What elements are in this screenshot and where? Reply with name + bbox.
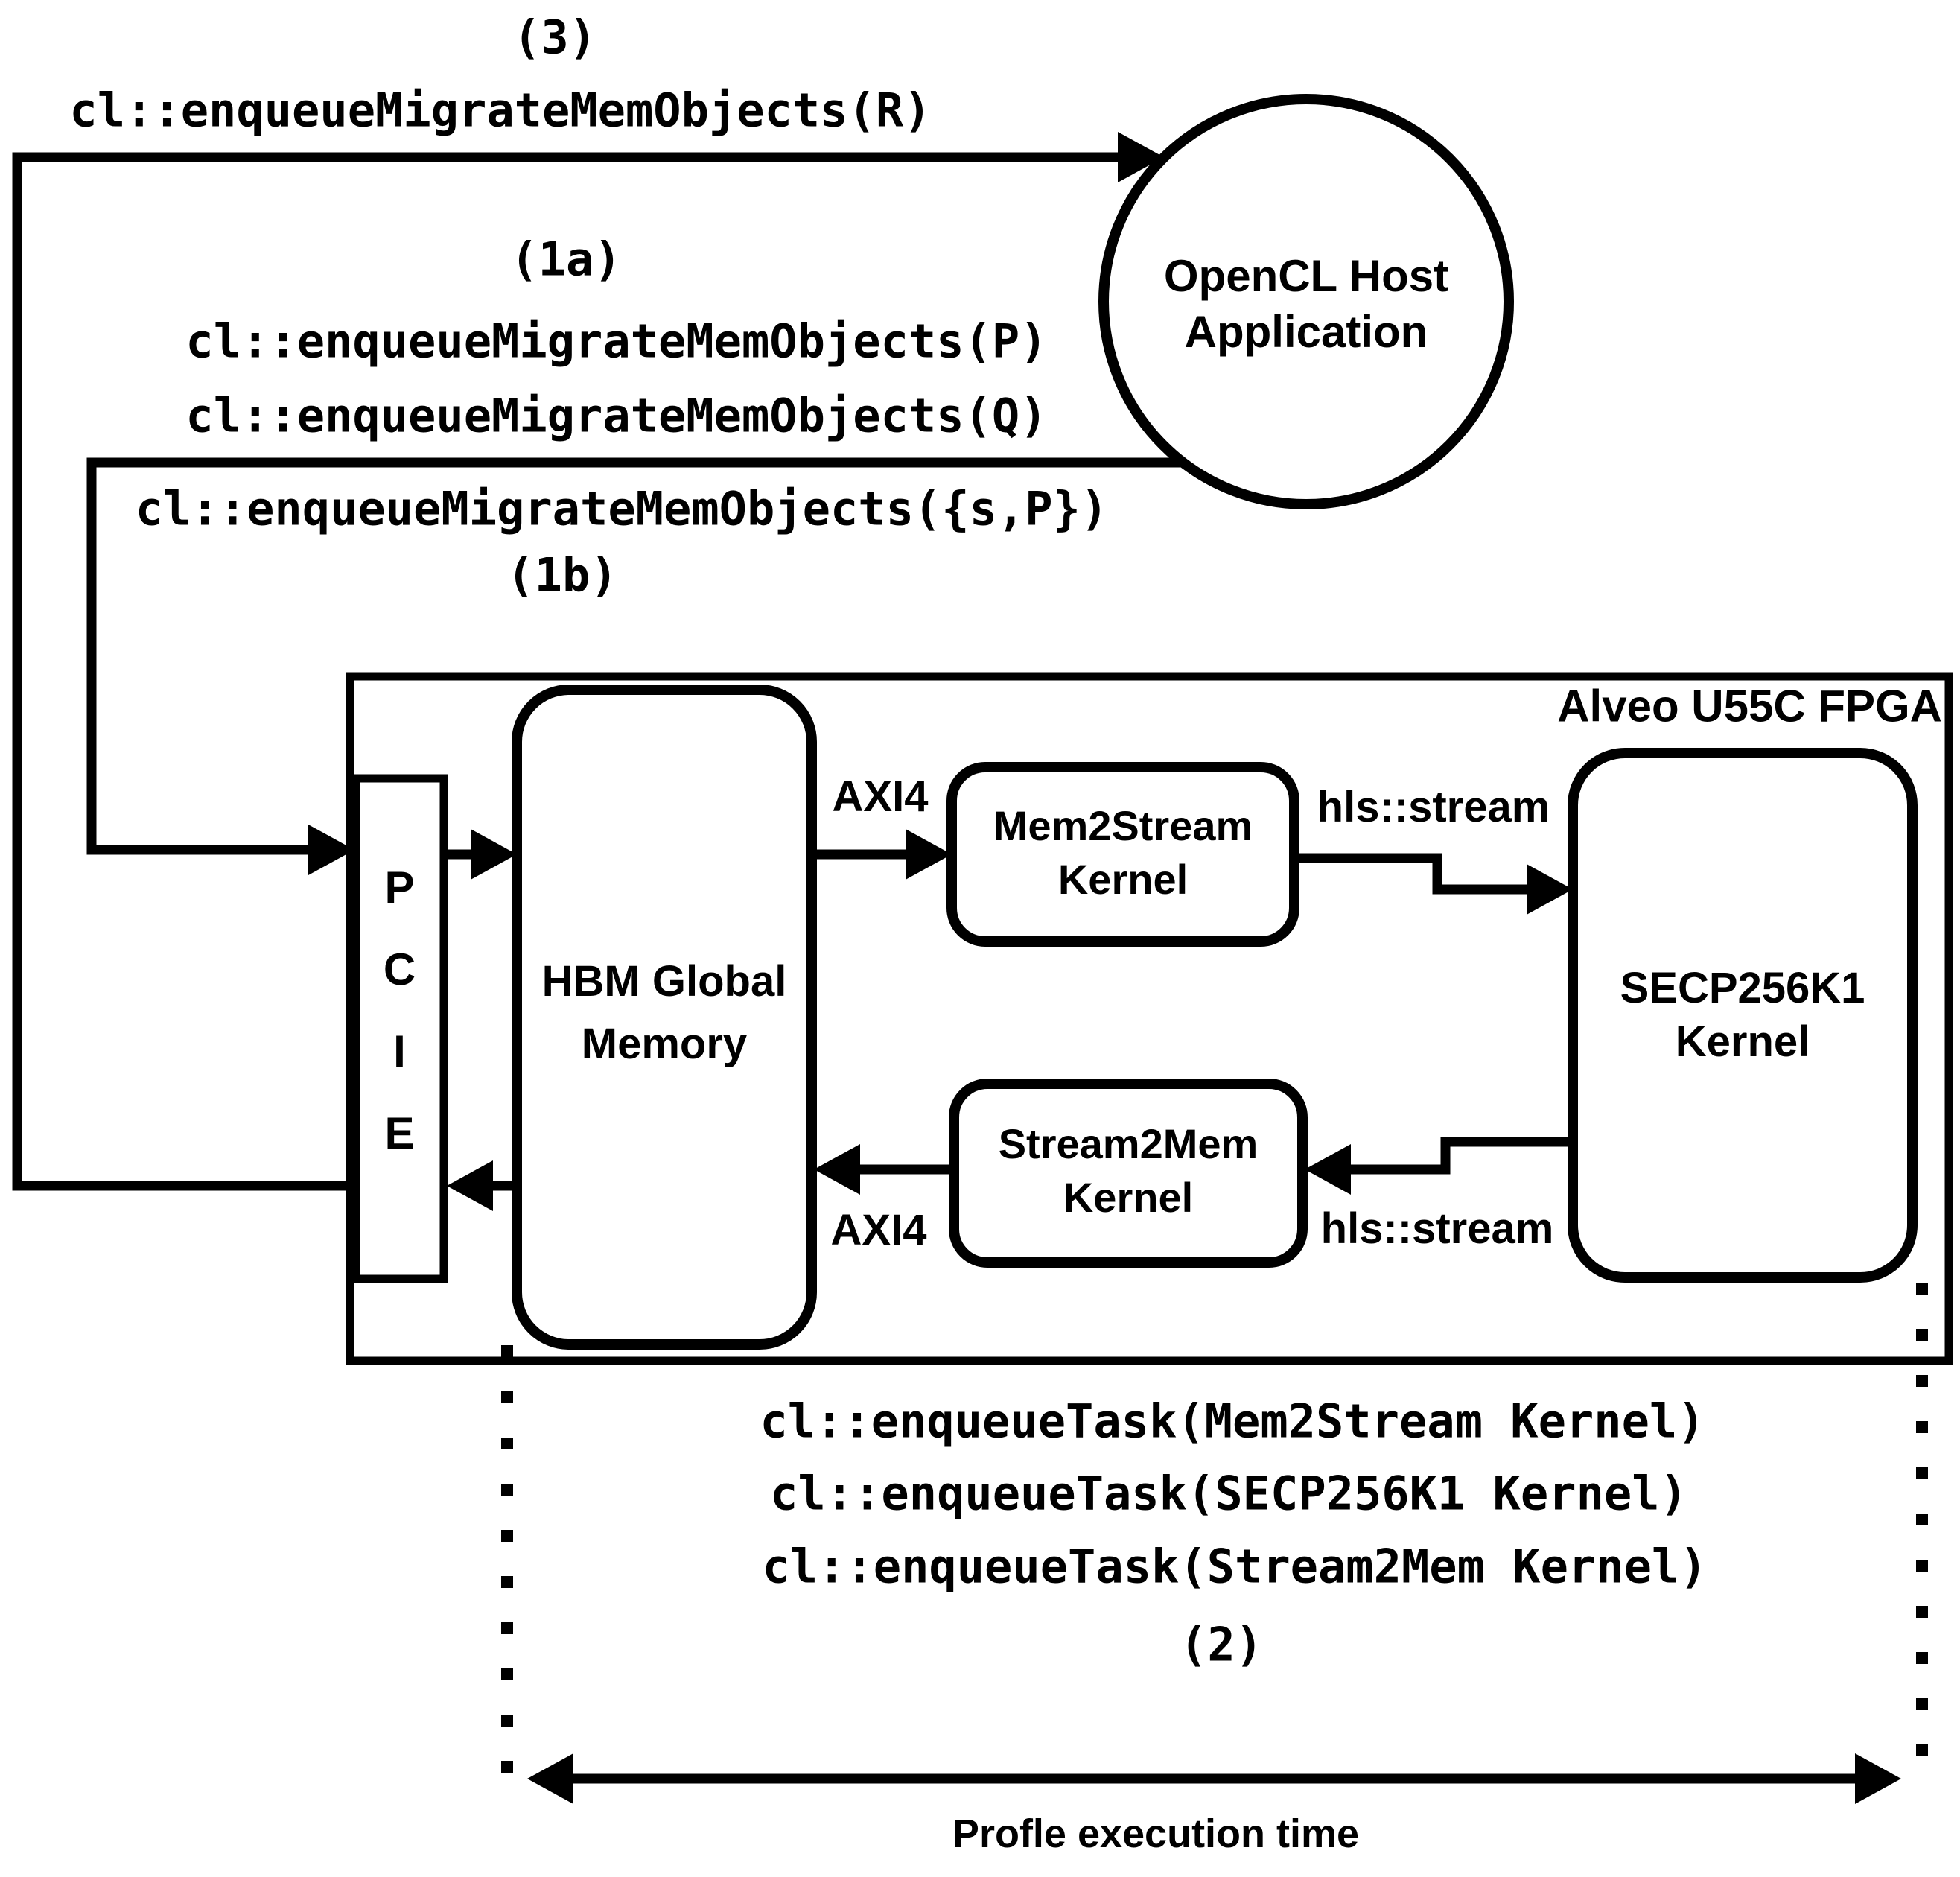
mem2stream-label-line1: Mem2Stream bbox=[993, 802, 1253, 849]
pcie-letter-e: E bbox=[384, 1108, 416, 1158]
profile-time-right-arrowhead-icon bbox=[1855, 1753, 1901, 1804]
host-to-pcie-line bbox=[86, 457, 1183, 855]
step-1b-label: (1b) bbox=[506, 547, 618, 603]
hbm-to-pcie-arrowhead-icon bbox=[447, 1160, 493, 1211]
call-migrate-p-label: cl::enqueueMigrateMemObjects(P) bbox=[185, 314, 1048, 369]
mem2stream-label-line2: Kernel bbox=[1057, 856, 1189, 903]
step-1a-label: (1a) bbox=[510, 232, 622, 287]
task-mem2stream-label: cl::enqueueTask(Mem2Stream Kernel) bbox=[760, 1394, 1705, 1449]
stream2mem-label-line1: Stream2Mem bbox=[998, 1120, 1259, 1167]
step-2-label: (2) bbox=[1180, 1617, 1263, 1672]
pcie-letter-i: I bbox=[393, 1026, 407, 1076]
hbm-to-mem2stream-arrowhead-icon bbox=[906, 829, 952, 880]
host-to-pcie-arrowhead-icon bbox=[308, 825, 354, 875]
hls-stream-top-label: hls::stream bbox=[1317, 783, 1550, 831]
task-secp-label: cl::enqueueTask(SECP256K1 Kernel) bbox=[770, 1466, 1687, 1521]
mem2stream-to-secp-line bbox=[1294, 853, 1531, 895]
call-migrate-r-label: cl::enqueueMigrateMemObjects(R) bbox=[69, 83, 932, 138]
stream2mem-label-line2: Kernel bbox=[1063, 1174, 1194, 1221]
profile-time-left-arrowhead-icon bbox=[527, 1753, 573, 1804]
call-migrate-sp-label: cl::enqueueMigrateMemObjects({s,P}) bbox=[135, 481, 1109, 536]
hbm-label-line2: Memory bbox=[581, 1020, 748, 1068]
secp256k1-box bbox=[1568, 748, 1918, 1283]
mem2stream-to-secp-arrowhead-icon bbox=[1527, 864, 1573, 915]
secp256k1-label-line1: SECP256K1 bbox=[1620, 964, 1865, 1012]
secp-to-stream2mem-arrowhead-icon bbox=[1305, 1144, 1351, 1195]
pcie-to-hbm-arrowhead-icon bbox=[471, 829, 517, 880]
step-3-label: (3) bbox=[513, 10, 596, 65]
pcie-to-host-arrowhead-icon bbox=[1118, 132, 1164, 182]
axi4-bottom-label: AXI4 bbox=[830, 1206, 927, 1254]
pcie-box bbox=[351, 774, 448, 1283]
call-migrate-q-label: cl::enqueueMigrateMemObjects(Q) bbox=[185, 388, 1048, 443]
host-circle-label-line2: Application bbox=[1184, 307, 1428, 357]
axi4-top-label: AXI4 bbox=[832, 772, 929, 821]
fpga-label: Alveo U55C FPGA bbox=[1557, 681, 1942, 731]
hls-stream-bottom-label: hls::stream bbox=[1320, 1204, 1554, 1253]
secp256k1-label-line2: Kernel bbox=[1675, 1017, 1810, 1066]
profile-time-label: Profle execution time bbox=[952, 1811, 1360, 1856]
stream2mem-to-hbm-arrowhead-icon bbox=[814, 1144, 860, 1195]
pcie-letter-p: P bbox=[384, 863, 416, 912]
pcie-to-host-line bbox=[12, 152, 1121, 1191]
host-circle-label-line1: OpenCL Host bbox=[1163, 251, 1449, 301]
hbm-label-line1: HBM Global bbox=[541, 957, 787, 1006]
secp-to-stream2mem-line bbox=[1349, 1137, 1573, 1175]
pcie-letter-c: C bbox=[383, 944, 417, 994]
host-circle bbox=[1098, 94, 1514, 509]
hbm-box bbox=[512, 685, 817, 1350]
task-stream2mem-label: cl::enqueueTask(Stream2Mem Kernel) bbox=[762, 1539, 1708, 1594]
